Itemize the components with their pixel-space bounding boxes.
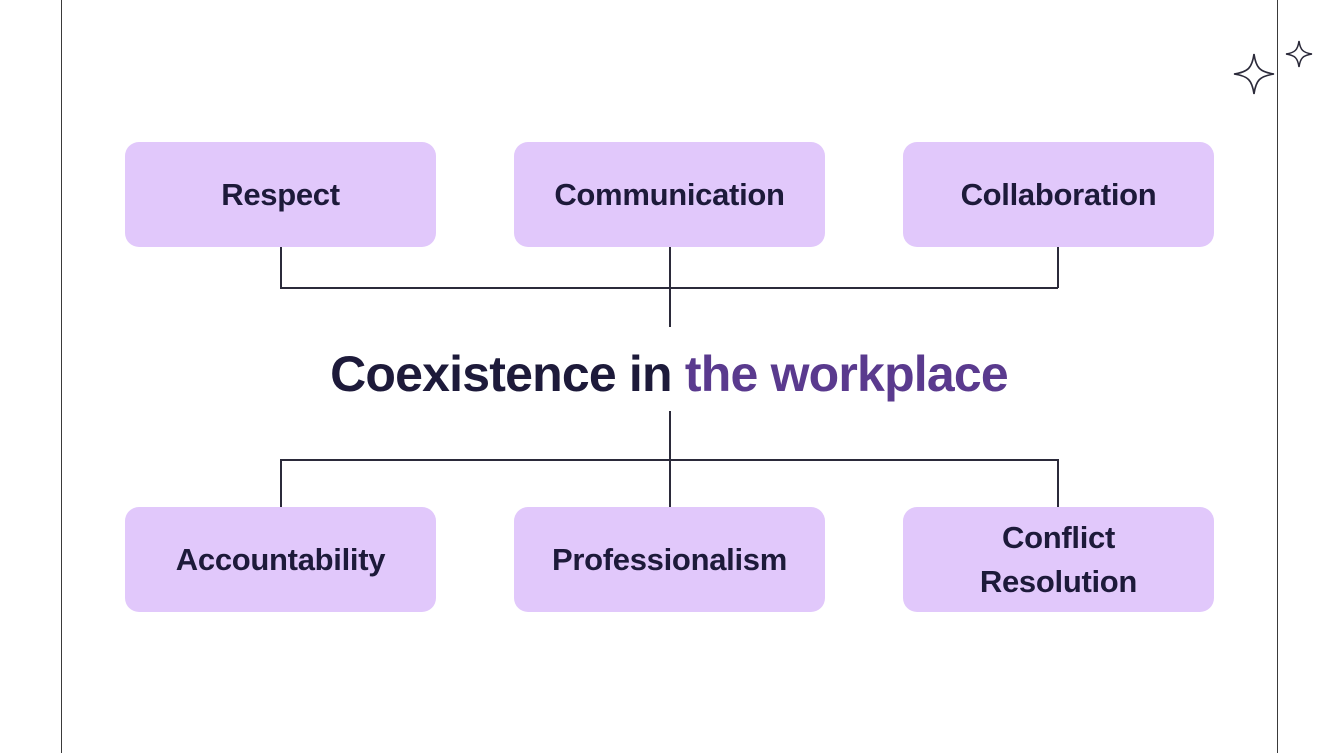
diagram-title: Coexistence in the workplace [0,342,1338,406]
node-label: Communication [554,176,785,212]
connector-bottom-horizontal [280,459,1058,461]
node-professionalism: Professionalism [514,507,825,612]
node-label: Professionalism [552,541,787,577]
node-accountability: Accountability [125,507,436,612]
connector-conflict-resolution [1057,459,1059,507]
node-label: Respect [221,176,340,212]
connector-respect [280,247,282,288]
node-communication: Communication [514,142,825,247]
node-conflict-resolution: Conflict Resolution [903,507,1214,612]
sparkle-large-icon [1233,53,1275,95]
node-respect: Respect [125,142,436,247]
left-border-line [61,0,62,753]
title-part-accent: the workplace [684,346,1009,402]
connector-accountability [280,459,282,507]
node-collaboration: Collaboration [903,142,1214,247]
title-part-dark: Coexistence in [330,346,685,402]
node-label: Accountability [175,541,386,577]
connector-top-horizontal [280,287,1058,289]
right-border-line [1277,0,1278,753]
connector-collaboration [1057,247,1059,288]
sparkle-small-icon [1285,40,1313,68]
node-label-line1: Conflict [1002,520,1115,556]
node-label: Collaboration [960,176,1157,212]
node-label-line2: Resolution [979,563,1138,599]
